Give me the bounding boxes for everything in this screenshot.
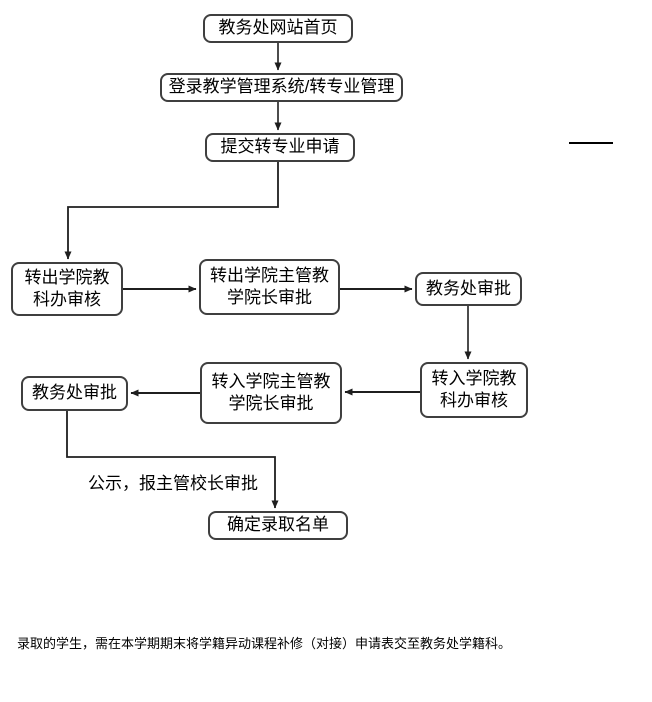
flow-node-submit-application: 提交转专业申请 bbox=[205, 133, 355, 162]
flow-node-outgoing-dean-approval: 转出学院主管教 学院长审批 bbox=[199, 259, 340, 315]
flow-node-homepage: 教务处网站首页 bbox=[203, 14, 353, 43]
publicity-step-label: 公示，报主管校长审批 bbox=[88, 474, 258, 493]
flow-node-aao-approval-2: 教务处审批 bbox=[21, 376, 128, 411]
flow-node-final-admission-list: 确定录取名单 bbox=[208, 511, 348, 540]
flow-node-outgoing-office-review: 转出学院教 科办审核 bbox=[11, 262, 123, 316]
flow-node-login: 登录教学管理系统/转专业管理 bbox=[160, 73, 403, 102]
flow-node-aao-approval-1: 教务处审批 bbox=[415, 272, 522, 306]
connector-aao2-final-list bbox=[66, 411, 279, 509]
connector-submit-outgoing-office bbox=[64, 162, 279, 260]
flow-node-incoming-office-review: 转入学院教 科办审核 bbox=[420, 362, 528, 418]
flow-node-incoming-dean-approval: 转入学院主管教 学院长审批 bbox=[200, 362, 342, 424]
footnote-text: 录取的学生，需在本学期期末将学籍异动课程补修（对接）申请表交至教务处学籍科。 bbox=[17, 636, 512, 651]
